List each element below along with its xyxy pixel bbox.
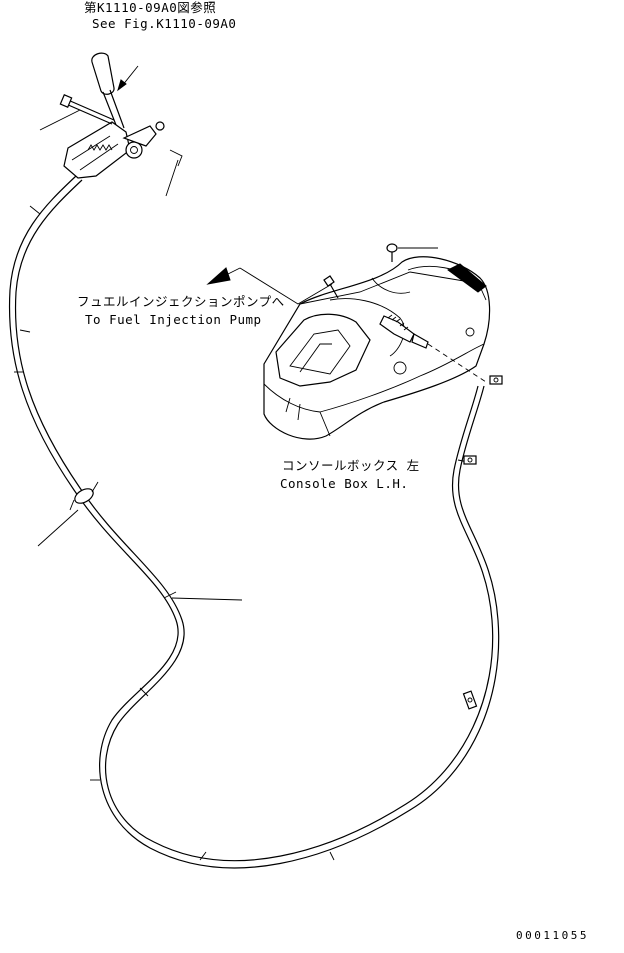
console-box-lh xyxy=(263,243,491,440)
console-label-jp: コンソールボックス 左 xyxy=(282,458,420,473)
cable-connector xyxy=(379,315,415,343)
reference-label-en: See Fig.K1110-09A0 xyxy=(92,16,237,31)
cable-clamp-left xyxy=(37,481,99,547)
cable-clamp-right xyxy=(463,375,503,465)
leader-bracket xyxy=(165,159,179,197)
throttle-cable xyxy=(8,175,500,869)
console-label-en: Console Box L.H. xyxy=(280,476,409,491)
fuel-pump-label-jp: フュエルインジェクションポンプへ xyxy=(77,294,285,309)
leader-bolt xyxy=(39,109,81,131)
leader-clamp xyxy=(37,509,79,547)
nut xyxy=(155,121,165,131)
fuel-pump-label-en: To Fuel Injection Pump xyxy=(85,312,262,327)
leader-cable xyxy=(171,597,243,601)
lever-knob xyxy=(91,52,115,95)
spring xyxy=(87,144,113,151)
cable-clamp-bottom xyxy=(462,690,478,710)
reference-label-jp: 第K1110-09A0図参照 xyxy=(84,0,217,15)
drawing-number: 00011055 xyxy=(516,929,589,942)
pivot xyxy=(125,141,143,159)
lever-bracket xyxy=(63,121,131,179)
fuel-pump-leader xyxy=(206,267,333,305)
throttle-lever-assembly xyxy=(39,52,183,197)
bolt xyxy=(65,99,115,125)
lever-rod xyxy=(102,89,125,131)
console-knob xyxy=(386,243,398,253)
